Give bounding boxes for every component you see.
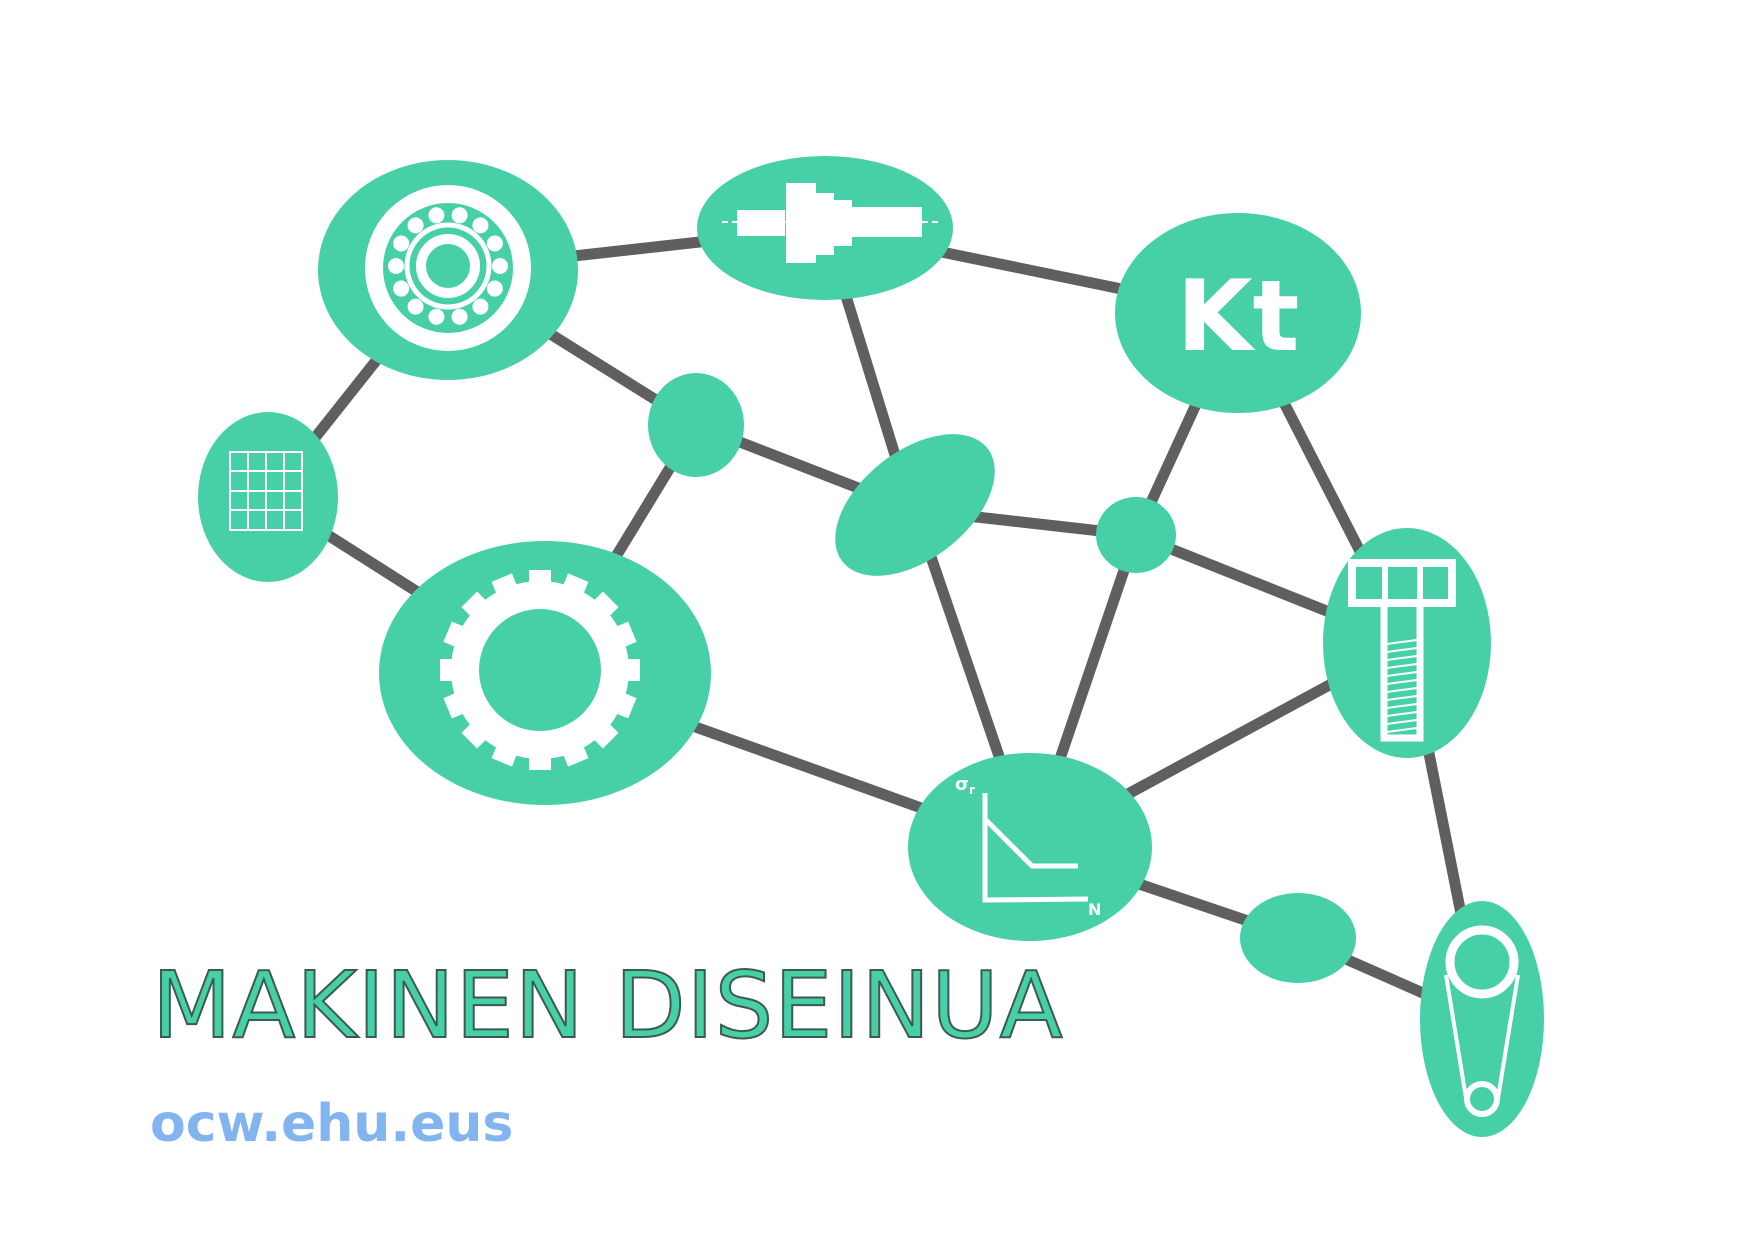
belt-pulley-icon xyxy=(1444,925,1520,1117)
sn-curve-icon xyxy=(982,793,1089,903)
bearing-icon xyxy=(365,185,531,351)
bearing-ball xyxy=(451,308,468,325)
gear-icon xyxy=(440,570,640,770)
kt-label: Kt xyxy=(1177,260,1300,374)
sn-curve-node xyxy=(908,753,1152,941)
shaft-icon xyxy=(722,183,938,263)
grid-icon xyxy=(229,451,303,531)
bearing-ball xyxy=(407,298,424,315)
bolt-thread xyxy=(1386,687,1418,693)
bearing-ball xyxy=(472,298,489,315)
bolt-thread xyxy=(1386,679,1418,685)
bolt-thread xyxy=(1386,695,1418,701)
bolt-thread xyxy=(1386,727,1418,733)
bolt-thread xyxy=(1386,719,1418,725)
bearing-node xyxy=(318,160,578,380)
bearing-ball xyxy=(428,308,445,325)
page-title: MAKINEN DISEINUA xyxy=(151,952,1064,1059)
bolt-icon xyxy=(1348,559,1456,742)
small-node xyxy=(1096,497,1176,573)
small-node xyxy=(1240,893,1356,983)
grid-node xyxy=(198,412,338,582)
n-axis-label: N xyxy=(1088,900,1101,919)
bearing-ball xyxy=(388,258,404,274)
bolt-thread xyxy=(1386,711,1418,717)
bearing-ball xyxy=(486,235,503,252)
bolt-thread xyxy=(1386,671,1418,677)
bolt-thread xyxy=(1386,703,1418,709)
kt-node xyxy=(1115,213,1361,413)
bearing-ball xyxy=(492,258,508,274)
small-node xyxy=(648,373,744,477)
bolt-thread xyxy=(1386,655,1418,661)
bearing-ball xyxy=(428,207,445,224)
bolt-thread xyxy=(1386,647,1418,653)
belt-node xyxy=(1420,901,1544,1137)
bearing-ball xyxy=(393,280,410,297)
bearing-ball xyxy=(393,235,410,252)
bolt-thread xyxy=(1386,639,1418,645)
bearing-ball xyxy=(486,280,503,297)
tilted-node xyxy=(835,434,995,576)
bearing-ball xyxy=(472,217,489,234)
bearing-ball xyxy=(451,207,468,224)
sigma-label: σr xyxy=(955,774,975,797)
bolt-thread xyxy=(1386,663,1418,669)
site-url: ocw.ehu.eus xyxy=(150,1094,514,1154)
bearing-ball xyxy=(407,217,424,234)
